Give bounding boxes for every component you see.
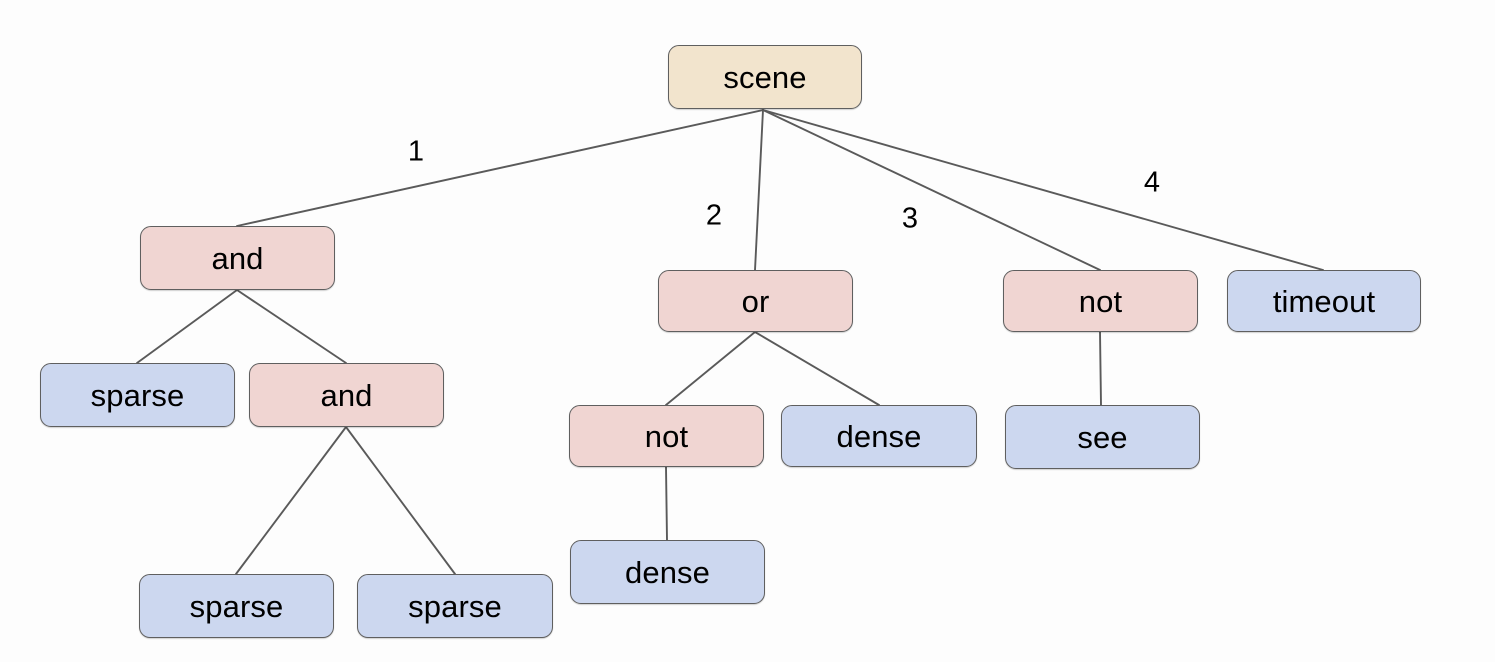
edge-label-3: 3 <box>901 202 919 235</box>
tree-edge-scene-to-timeout <box>762 109 1324 271</box>
tree-node-label: timeout <box>1272 283 1376 319</box>
tree-edge-scene-to-not1 <box>762 109 1101 271</box>
tree-edge-not2-to-dense2 <box>665 466 668 541</box>
tree-node-label: not <box>1078 283 1123 319</box>
tree-node-and2[interactable]: and <box>249 363 444 427</box>
edge-label-2: 2 <box>705 199 723 232</box>
tree-node-label: not <box>644 418 689 454</box>
tree-node-sparse1[interactable]: sparse <box>40 363 235 427</box>
tree-node-label: see <box>1077 419 1128 455</box>
tree-edge-scene-to-and1 <box>236 109 764 227</box>
tree-node-dense2[interactable]: dense <box>570 540 765 604</box>
edge-label-1: 1 <box>407 135 425 168</box>
tree-node-label: dense <box>625 554 710 590</box>
tree-node-label: and <box>320 377 373 413</box>
tree-node-label: dense <box>836 418 922 454</box>
tree-node-label: sparse <box>90 377 185 413</box>
edge-label-4: 4 <box>1143 166 1161 199</box>
tree-node-label: scene <box>723 59 807 95</box>
tree-edge-and2-to-sparse2 <box>235 426 347 575</box>
tree-node-label: or <box>741 283 770 319</box>
tree-node-not1[interactable]: not <box>1003 270 1198 332</box>
tree-node-and1[interactable]: and <box>140 226 335 290</box>
tree-node-scene[interactable]: scene <box>668 45 862 109</box>
tree-node-not2[interactable]: not <box>569 405 764 467</box>
tree-node-see[interactable]: see <box>1005 405 1200 469</box>
tree-node-timeout[interactable]: timeout <box>1227 270 1421 332</box>
tree-node-sparse2[interactable]: sparse <box>139 574 334 638</box>
tree-node-label: sparse <box>408 588 502 624</box>
tree-edge-or1-to-not2 <box>665 331 756 406</box>
tree-edge-scene-to-or1 <box>754 109 764 271</box>
tree-node-sparse3[interactable]: sparse <box>357 574 553 638</box>
tree-node-dense1[interactable]: dense <box>781 405 977 467</box>
tree-node-label: and <box>211 240 264 276</box>
tree-edge-and1-to-and2 <box>236 289 347 364</box>
tree-node-label: sparse <box>189 588 284 624</box>
tree-node-or1[interactable]: or <box>658 270 853 332</box>
tree-edge-and2-to-sparse3 <box>345 426 456 575</box>
tree-edge-or1-to-dense1 <box>754 331 880 406</box>
tree-edge-and1-to-sparse1 <box>136 289 238 364</box>
tree-edge-not1-to-see <box>1099 331 1102 406</box>
